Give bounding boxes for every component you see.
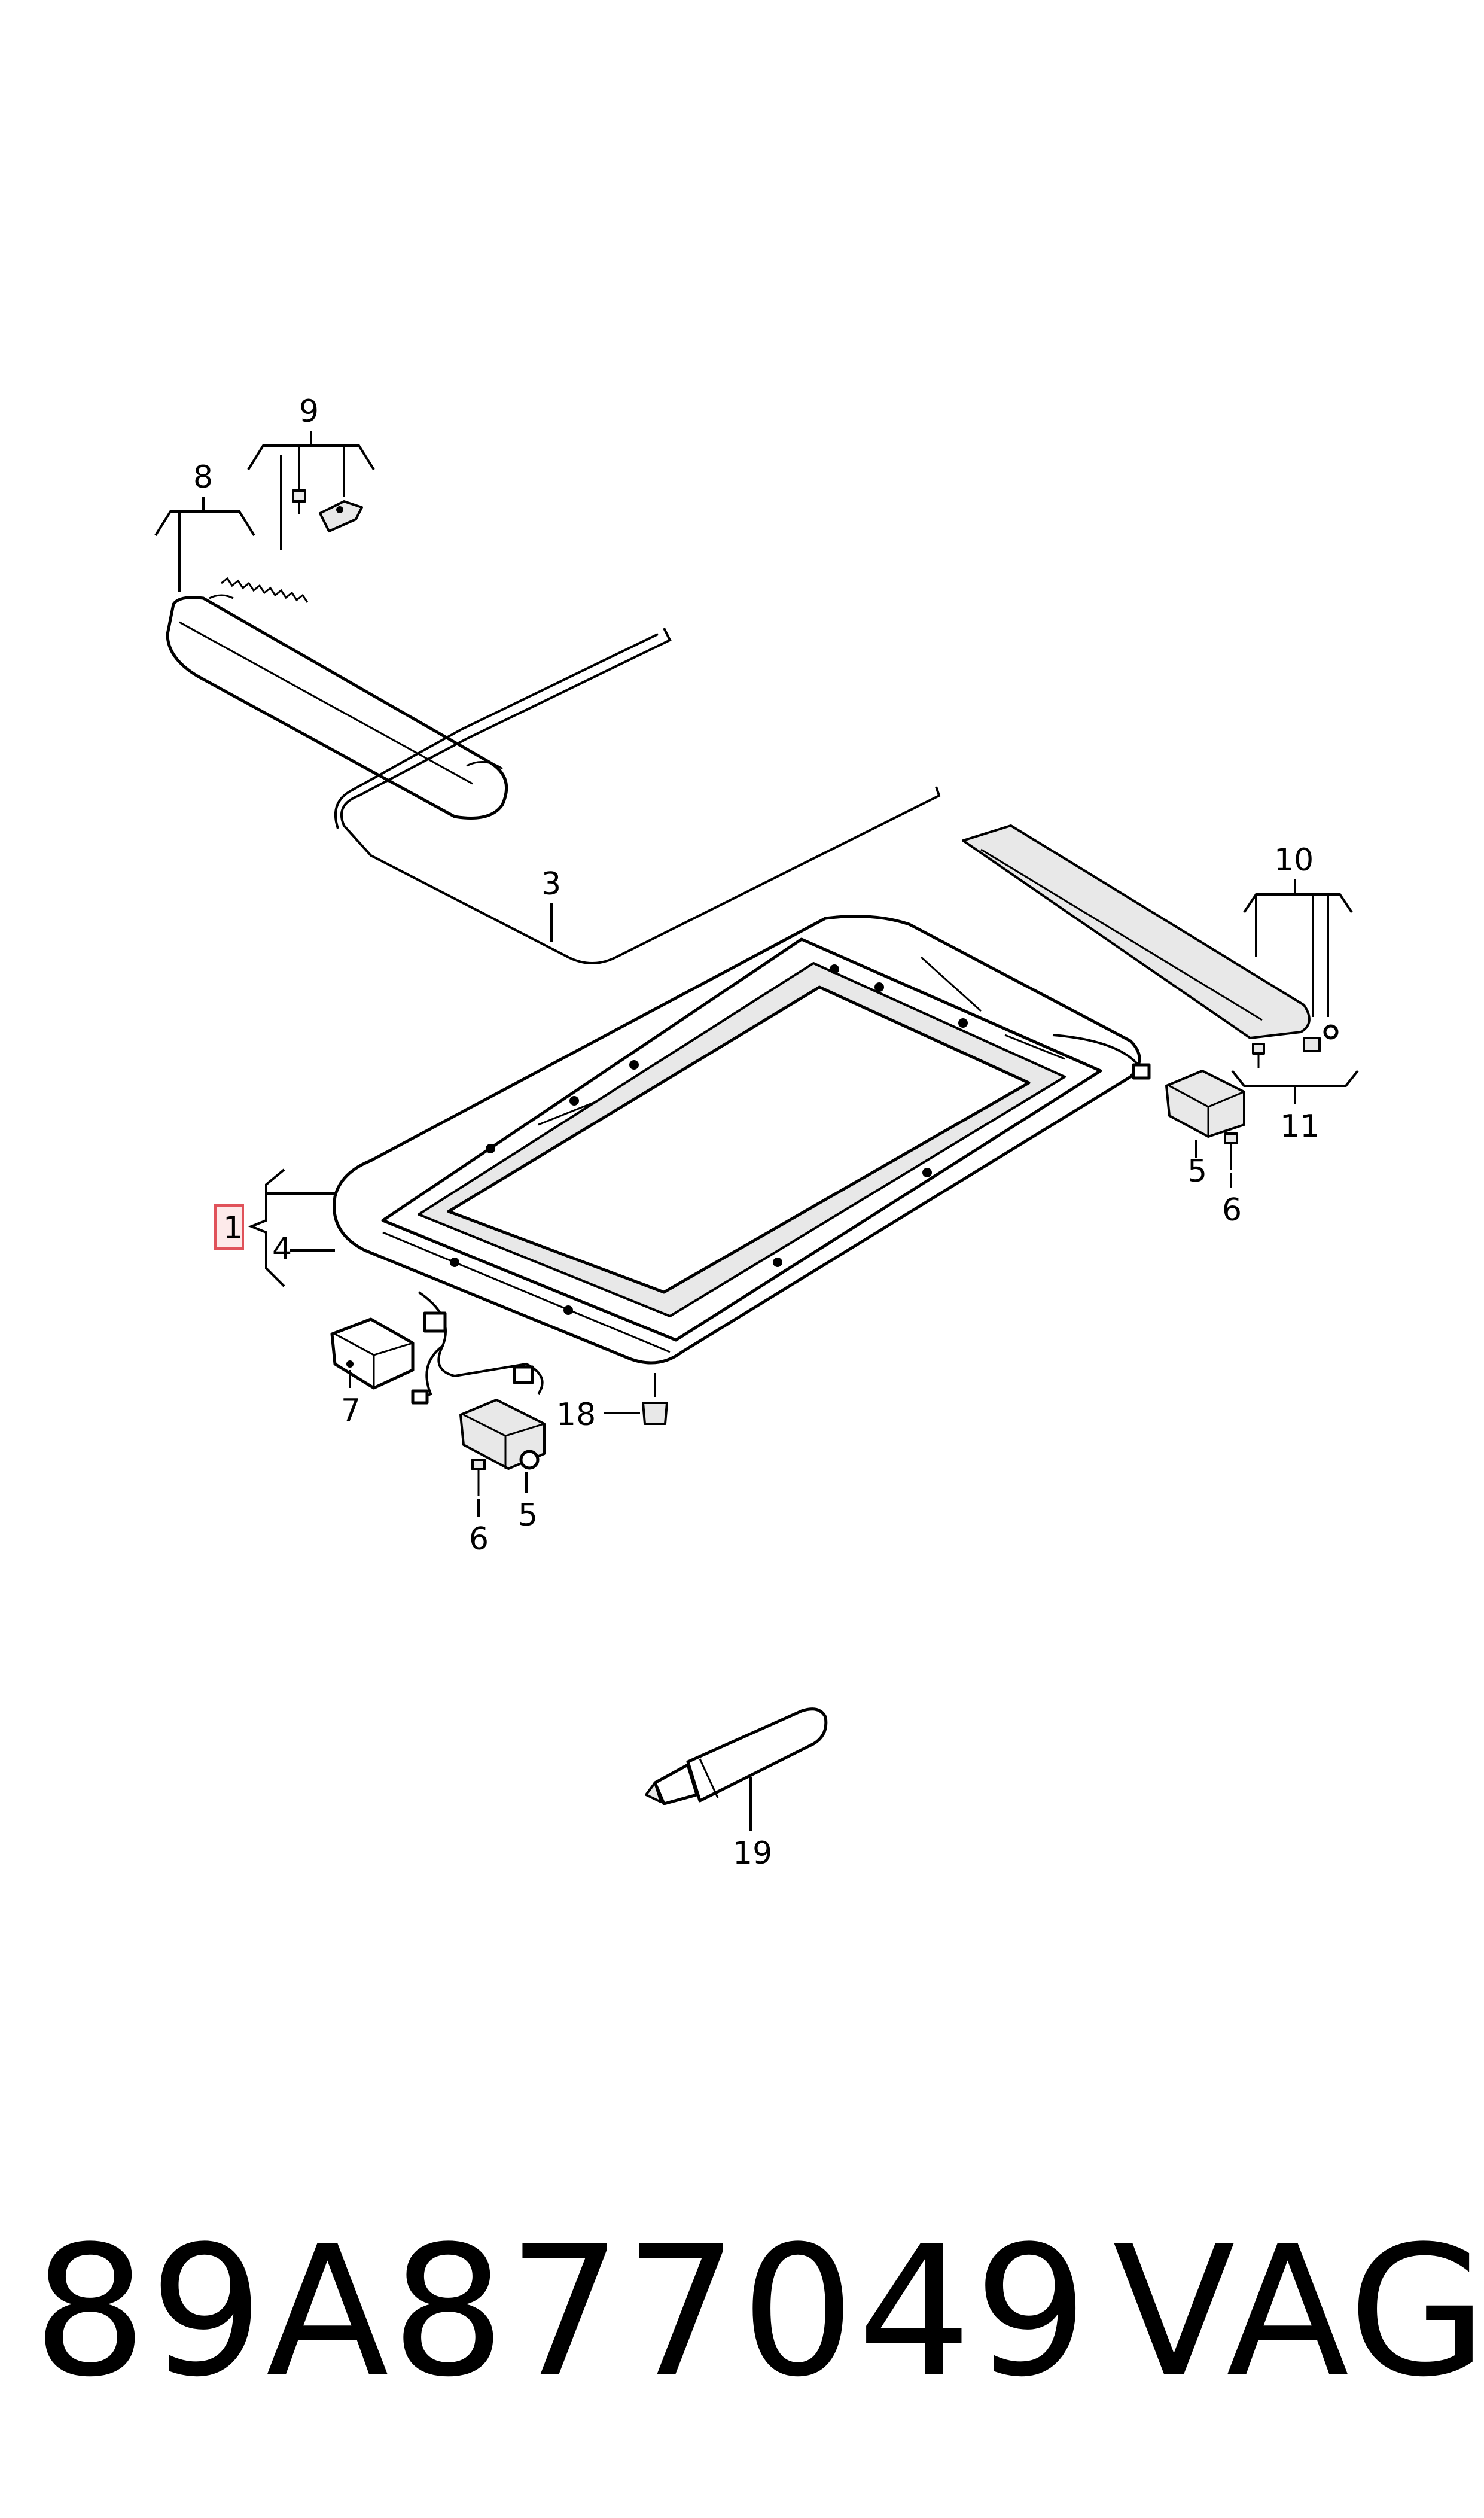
callout-6-left: 6 <box>469 1521 489 1557</box>
callout-10: 10 <box>1274 842 1314 878</box>
screw-icon <box>1224 1132 1238 1170</box>
callout-1: 1 <box>223 1210 243 1246</box>
part-11-group: 11 <box>1231 1024 1359 1144</box>
callout-11: 11 <box>1280 1109 1320 1144</box>
callout-3: 3 <box>541 866 561 902</box>
callout-9: 9 <box>299 394 319 430</box>
callout-8: 8 <box>193 459 213 495</box>
callout-5-left: 5 <box>518 1497 538 1533</box>
clip-icon <box>1303 1037 1321 1052</box>
callout-7: 7 <box>341 1393 361 1429</box>
callout-5-right: 5 <box>1187 1153 1207 1189</box>
motor-right: 5 6 <box>1165 1070 1245 1228</box>
part-9-group: 9 <box>247 394 375 550</box>
sunroof-frame <box>333 915 1151 1365</box>
control-unit: 7 <box>330 1317 415 1429</box>
part-8-group: 8 <box>154 459 309 603</box>
callout-1-highlight <box>214 1204 244 1250</box>
footer: 89A877049 VAG <box>0 2208 1484 2447</box>
part-number: 89A877049 <box>33 2208 1091 2416</box>
callout-4: 4 <box>272 1231 292 1267</box>
spring-icon <box>221 577 309 603</box>
screw-icon <box>1252 1043 1265 1068</box>
part-19-tube: 19 <box>645 1707 828 1871</box>
wiring-harness <box>411 1291 544 1405</box>
callout-6-right: 6 <box>1222 1192 1242 1228</box>
motor-left: 5 6 <box>459 1399 546 1557</box>
brand-label: VAG <box>1113 2208 1484 2416</box>
part-18-group: 18 <box>556 1373 668 1433</box>
part-1-group: 1 4 <box>214 1168 335 1287</box>
callout-18: 18 <box>556 1397 596 1433</box>
part-3-seal: 3 <box>334 628 941 964</box>
clip-icon <box>319 500 363 532</box>
callout-19: 19 <box>733 1835 772 1871</box>
screw-icon <box>292 489 306 514</box>
screw-icon <box>471 1459 486 1496</box>
part-10-sunblind: 10 <box>962 824 1353 1039</box>
wind-deflector <box>166 594 508 820</box>
pin-icon <box>1323 1024 1339 1040</box>
